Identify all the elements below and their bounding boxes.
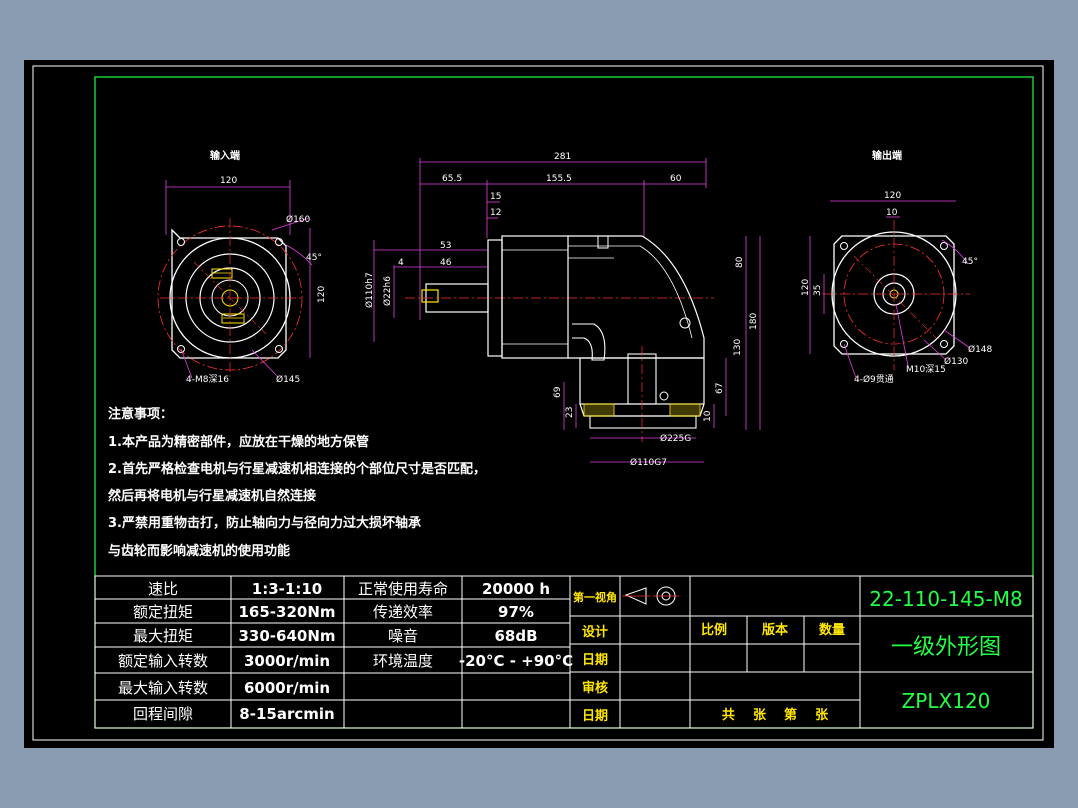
dim-output-35: 35 bbox=[813, 285, 823, 296]
section-hatch-left bbox=[583, 403, 615, 417]
spec-value: 165-320Nm bbox=[238, 603, 335, 621]
dim-output-d148: Ø148 bbox=[968, 344, 993, 355]
sheet-count-label: 共 张 第 张 bbox=[722, 707, 829, 723]
spec-value: 20000 h bbox=[482, 580, 550, 598]
dim-281: 281 bbox=[554, 152, 571, 162]
cad-drawing-canvas: 输入端 120 120 Ø160 45° Ø145 4-M8深16 bbox=[32, 65, 1044, 741]
dim-input-height: 120 bbox=[317, 286, 327, 303]
version-label: 版本 bbox=[762, 622, 788, 638]
title-block bbox=[569, 575, 1034, 729]
model-number: ZPLX120 bbox=[902, 689, 991, 713]
spec-value: -20°C - +90°C bbox=[459, 652, 573, 670]
first-angle-label: 第一视角 bbox=[573, 590, 617, 604]
dim-d110h7: Ø110h7 bbox=[364, 272, 375, 308]
design-label: 设计 bbox=[582, 624, 608, 640]
dim-69: 69 bbox=[553, 386, 563, 398]
shaft-key bbox=[421, 289, 439, 303]
dim-input-width: 120 bbox=[220, 176, 237, 186]
spec-value: 330-640Nm bbox=[238, 627, 335, 645]
input-flange-square bbox=[171, 228, 287, 359]
dim-67: 67 bbox=[715, 383, 725, 394]
spec-label: 额定输入转数 bbox=[118, 652, 208, 670]
spec-label: 最大输入转数 bbox=[118, 679, 208, 697]
drawing-number: 22-110-145-M8 bbox=[869, 587, 1022, 611]
notes-heading: 注意事项： bbox=[108, 406, 173, 422]
date-label: 日期 bbox=[582, 653, 608, 668]
dim-input-holes: 4-M8深16 bbox=[186, 374, 229, 385]
scale-label: 比例 bbox=[701, 622, 727, 638]
dim-input-angle: 45° bbox=[306, 253, 322, 263]
dim-output-angle: 45° bbox=[962, 257, 978, 267]
spec-label: 最大扭矩 bbox=[133, 627, 193, 645]
dim-80: 80 bbox=[735, 256, 745, 268]
side-view: 281 65.5 155.5 60 15 12 53 46 4 Ø110h7 Ø… bbox=[364, 152, 761, 468]
dim-output-height: 120 bbox=[801, 279, 811, 296]
note-line: 1.本产品为精密部件，应放在干燥的地方保管 bbox=[108, 434, 369, 450]
date-label: 日期 bbox=[582, 709, 608, 724]
output-end-view: 输出端 120 10 120 35 45° Ø148 Ø130 M10深15 4… bbox=[801, 149, 993, 385]
dim-output-10: 10 bbox=[886, 208, 898, 218]
section-hatch-right bbox=[669, 403, 701, 417]
input-end-view: 输入端 120 120 Ø160 45° Ø145 4-M8深16 bbox=[157, 149, 327, 385]
outer-border bbox=[32, 65, 1044, 741]
spec-value: 68dB bbox=[494, 627, 537, 645]
spec-value: 8-15arcmin bbox=[239, 705, 334, 723]
spec-table-text: 速比 1:3-1:10 正常使用寿命 20000 h 额定扭矩 165-320N… bbox=[118, 580, 573, 723]
spec-value: 6000r/min bbox=[244, 679, 330, 697]
spec-value: 3000r/min bbox=[244, 652, 330, 670]
dim-output-width: 120 bbox=[884, 191, 901, 201]
dim-180: 180 bbox=[749, 313, 759, 330]
dim-d22h6: Ø22h6 bbox=[382, 276, 393, 306]
notes-block: 注意事项： 1.本产品为精密部件，应放在干燥的地方保管 2.首先严格检查电机与行… bbox=[108, 406, 486, 559]
note-line: 与齿轮而影响减速机的使用功能 bbox=[108, 543, 290, 559]
dim-60: 60 bbox=[670, 174, 682, 184]
spec-value: 1:3-1:10 bbox=[252, 580, 322, 598]
drawing-sheet: 输入端 120 120 Ø160 45° Ø145 4-M8深16 bbox=[24, 60, 1054, 748]
dim-10: 10 bbox=[703, 410, 713, 422]
drawing-title: 一级外形图 bbox=[891, 635, 1001, 660]
dim-155-5: 155.5 bbox=[546, 174, 572, 184]
note-line: 2.首先严格检查电机与行星减速机相连接的个部位尺寸是否匹配， bbox=[108, 461, 486, 477]
output-end-label: 输出端 bbox=[872, 149, 902, 162]
spec-label: 正常使用寿命 bbox=[358, 580, 448, 598]
quantity-label: 数量 bbox=[819, 622, 845, 638]
dim-output-holes: 4-Ø9贯通 bbox=[854, 374, 894, 385]
spec-label: 噪音 bbox=[388, 627, 418, 645]
dim-4: 4 bbox=[398, 258, 404, 268]
dim-53: 53 bbox=[440, 241, 451, 251]
dim-46: 46 bbox=[440, 258, 452, 268]
spec-label: 速比 bbox=[148, 580, 178, 598]
dim-output-d130: Ø130 bbox=[944, 356, 969, 367]
dim-input-d160: Ø160 bbox=[286, 214, 311, 225]
dim-12: 12 bbox=[490, 208, 501, 218]
note-line: 然后再将电机与行星减速机自然连接 bbox=[108, 488, 316, 504]
dim-23: 23 bbox=[565, 407, 575, 418]
dim-d225: Ø225G bbox=[660, 433, 691, 444]
spec-label: 环境温度 bbox=[373, 652, 433, 670]
spec-value: 97% bbox=[498, 603, 534, 621]
dim-15: 15 bbox=[490, 192, 501, 202]
dim-65-5: 65.5 bbox=[442, 174, 462, 184]
note-line: 3.严禁用重物击打，防止轴向力与径向力过大损坏轴承 bbox=[108, 515, 421, 531]
spec-label: 额定扭矩 bbox=[133, 603, 193, 621]
review-label: 审核 bbox=[582, 680, 608, 696]
title-block-text: 第一视角 设计 日期 审核 日期 比例 版本 数量 共 张 第 张 22-110… bbox=[573, 587, 1023, 724]
dim-130: 130 bbox=[733, 339, 743, 356]
dim-output-tap: M10深15 bbox=[906, 364, 946, 375]
gearbox-body bbox=[501, 235, 569, 359]
projection-symbol-icon bbox=[622, 586, 679, 606]
angle-housing bbox=[568, 235, 705, 359]
spec-table bbox=[94, 575, 571, 729]
dim-input-d145: Ø145 bbox=[276, 374, 300, 385]
spec-label: 回程间隙 bbox=[133, 705, 193, 723]
input-end-label: 输入端 bbox=[210, 149, 240, 162]
dim-d110g7: Ø110G7 bbox=[630, 457, 667, 468]
spec-label: 传递效率 bbox=[373, 603, 433, 621]
